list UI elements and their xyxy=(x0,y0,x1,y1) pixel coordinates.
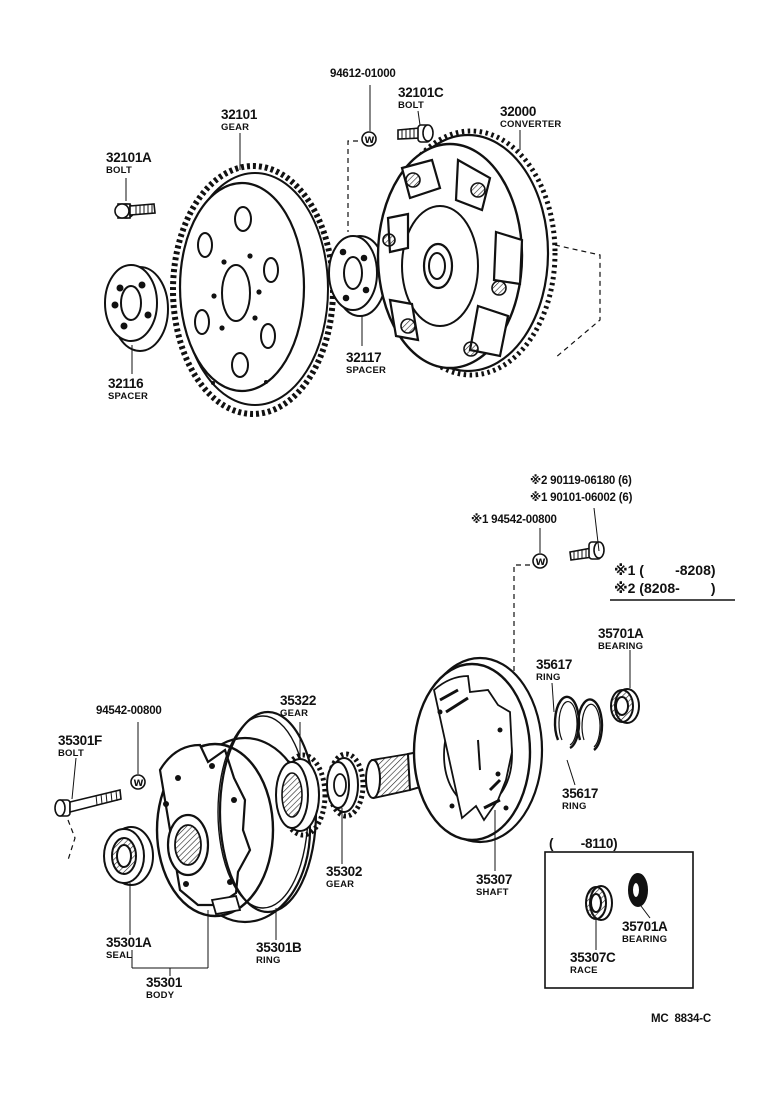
part-description: SPACER xyxy=(108,390,149,402)
part-label-35617-bottom: 35617 RING xyxy=(562,787,598,811)
part-description: GEAR xyxy=(280,707,309,719)
part-number: 35701A xyxy=(598,626,644,641)
part-description: BOLT xyxy=(398,99,424,111)
washer-94612-drawing: W xyxy=(361,131,377,147)
bearing-35701a-drawing xyxy=(610,688,640,724)
part-description: RING xyxy=(256,954,281,966)
part-number: 35301A xyxy=(106,935,152,950)
part-label-32101a: 32101A BOLT xyxy=(106,151,152,175)
note-90101: ※1 90101-06002 (6) xyxy=(530,492,633,504)
part-label-35307: 35307 SHAFT xyxy=(476,873,512,897)
part-number: 32101C xyxy=(398,85,444,100)
part-label-35322: 35322 GEAR xyxy=(280,694,316,718)
note-90119: ※2 90119-06180 (6) xyxy=(530,475,632,487)
inset-box xyxy=(544,851,694,989)
part-label-35302: 35302 GEAR xyxy=(326,865,362,889)
part-number: 32101 xyxy=(221,107,258,122)
legend-range-2: (8208- ) xyxy=(639,580,716,596)
part-description: SPACER xyxy=(346,364,387,376)
washer-94542-bottom-drawing: W xyxy=(130,774,146,790)
part-label-35301a: 35301A SEAL xyxy=(106,936,152,960)
part-label-94542-00800: 94542-00800 xyxy=(96,705,162,718)
part-number: 35301 xyxy=(146,975,183,990)
legend-row-1: ※1 ( -8208) xyxy=(614,563,716,577)
part-description: BODY xyxy=(146,989,175,1001)
part-description: BOLT xyxy=(58,747,84,759)
legend-row-2: ※2 (8208- ) xyxy=(614,581,716,595)
part-description: RING xyxy=(536,671,561,683)
drive-plate-32101-drawing xyxy=(170,163,336,417)
part-number: 35617 xyxy=(562,786,599,801)
inset-label: ( -8110) xyxy=(549,836,618,851)
part-label-35617-top: 35617 RING xyxy=(536,658,572,682)
part-number: 35322 xyxy=(280,693,317,708)
svg-text:W: W xyxy=(134,779,144,789)
part-number: 32116 xyxy=(108,376,144,391)
part-number: 94612-01000 xyxy=(330,68,396,80)
washer-94542-top-drawing: W xyxy=(532,553,548,569)
part-label-35301b: 35301B RING xyxy=(256,941,302,965)
part-description: RING xyxy=(562,800,587,812)
ring-35617-a-drawing xyxy=(553,695,581,750)
drive-gear-35302-drawing xyxy=(326,751,366,819)
torque-converter-32000-drawing xyxy=(376,128,558,378)
part-number: 94542-00800 xyxy=(96,705,162,717)
part-number: 35617 xyxy=(536,657,573,672)
diagram-code: MC 8834-C xyxy=(651,1013,711,1025)
part-description: SHAFT xyxy=(476,886,509,898)
legend-mark-2: ※2 xyxy=(614,580,636,596)
part-number: 35701A xyxy=(622,919,668,934)
part-number: 35301B xyxy=(256,940,302,955)
part-description: CONVERTER xyxy=(500,118,562,130)
part-label-32101c: 32101C BOLT xyxy=(398,86,444,110)
note-94542: ※1 94542-00800 xyxy=(471,514,557,526)
part-number: 32117 xyxy=(346,350,382,365)
ring-35617-b-drawing xyxy=(576,698,604,751)
part-label-32101: 32101 GEAR xyxy=(221,108,257,132)
seal-35301a-drawing xyxy=(103,826,154,886)
stator-shaft-35307-drawing xyxy=(365,656,544,844)
part-description: SEAL xyxy=(106,949,133,961)
leader-lines xyxy=(71,85,651,976)
part-description: BOLT xyxy=(106,164,132,176)
part-label-94612: 94612-01000 xyxy=(330,68,396,81)
part-description: RACE xyxy=(570,964,598,976)
part-description: GEAR xyxy=(221,121,250,133)
part-label-35301f: 35301F BOLT xyxy=(58,734,102,758)
part-label-32117: 32117 SPACER xyxy=(346,351,386,375)
part-description: BEARING xyxy=(622,933,668,945)
svg-text:W: W xyxy=(365,136,375,146)
svg-text:W: W xyxy=(536,558,546,568)
part-number: 32101A xyxy=(106,150,152,165)
part-label-35307c: 35307C RACE xyxy=(570,951,616,975)
bolt-32101c-drawing xyxy=(397,124,434,143)
bearing-35701a-inset-drawing xyxy=(628,873,648,907)
legend-range-1: ( -8208) xyxy=(639,562,716,578)
driven-gear-35322-drawing xyxy=(275,752,328,838)
part-number: 32000 xyxy=(500,104,537,119)
part-description: BEARING xyxy=(598,640,644,652)
part-label-32000: 32000 CONVERTER xyxy=(500,105,561,129)
spacer-32116-drawing xyxy=(104,264,169,352)
part-label-35701a-inset: 35701A BEARING xyxy=(622,920,668,944)
part-number: 35307 xyxy=(476,872,513,887)
bolt-32101a-drawing xyxy=(114,203,156,219)
part-number: 35301F xyxy=(58,733,102,748)
race-35307c-drawing xyxy=(585,885,613,921)
legend-mark-1: ※1 xyxy=(614,562,636,578)
part-label-32116: 32116 SPACER xyxy=(108,377,148,401)
part-label-35701a: 35701A BEARING xyxy=(598,627,644,651)
part-number: 35302 xyxy=(326,864,363,879)
part-description: GEAR xyxy=(326,878,355,890)
bolt-35301f-drawing xyxy=(54,789,122,817)
bolt-90101-drawing xyxy=(569,541,605,561)
part-label-35301: 35301 BODY xyxy=(146,976,182,1000)
part-number: 35307C xyxy=(570,950,616,965)
